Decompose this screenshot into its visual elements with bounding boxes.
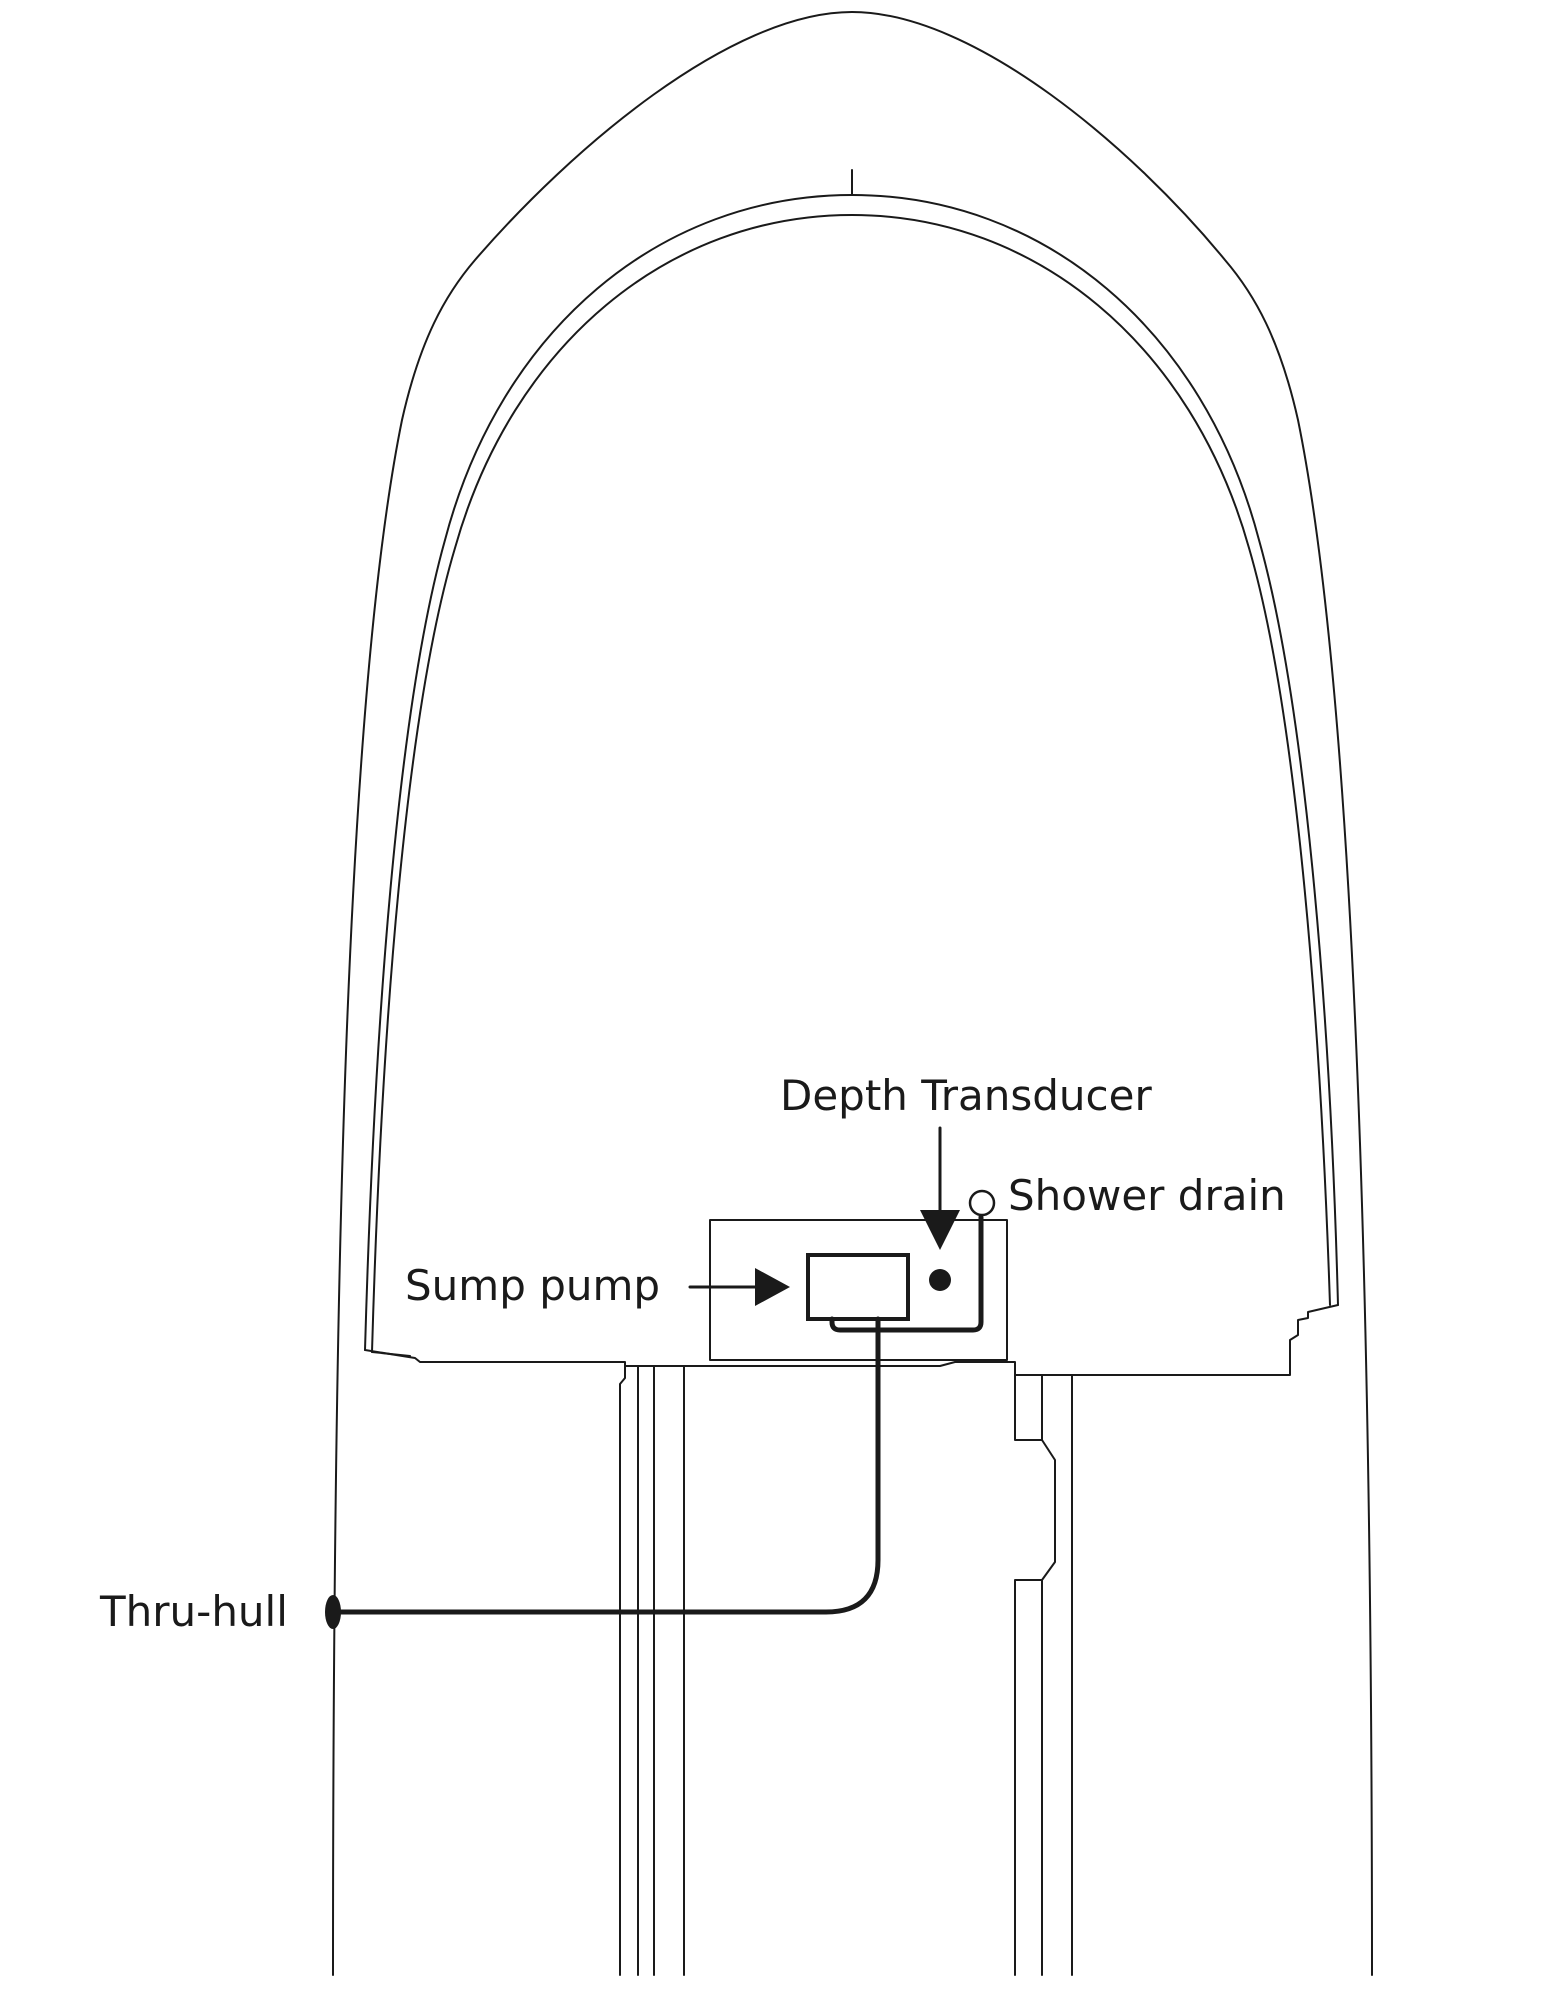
outer-hull-outline — [332, 11, 1373, 1976]
shower-drain-hose — [829, 1214, 984, 1333]
depth-transducer-label: Depth Transducer — [780, 1071, 1152, 1120]
discharge-hose — [331, 1316, 881, 1615]
left-channel — [619, 1365, 626, 1976]
right-channel — [1014, 1365, 1056, 1976]
thru-hull-fitting — [325, 1595, 341, 1629]
sump-pump-box — [806, 1253, 910, 1321]
sump-compartment — [709, 1219, 1008, 1361]
shower-drain-fitting — [968, 1189, 996, 1217]
sump-pump-label: Sump pump — [405, 1261, 660, 1310]
depth-transducer-dot — [929, 1269, 951, 1291]
shower-drain-label: Shower drain — [1008, 1171, 1286, 1220]
deck-floor-edge-inner — [371, 1351, 411, 1357]
cockpit-coaming-inner — [371, 214, 1331, 1353]
depth-transducer-arrowhead — [920, 1210, 960, 1250]
thru-hull-label: Thru-hull — [99, 1587, 288, 1636]
sump-pump-arrowhead — [755, 1268, 790, 1306]
